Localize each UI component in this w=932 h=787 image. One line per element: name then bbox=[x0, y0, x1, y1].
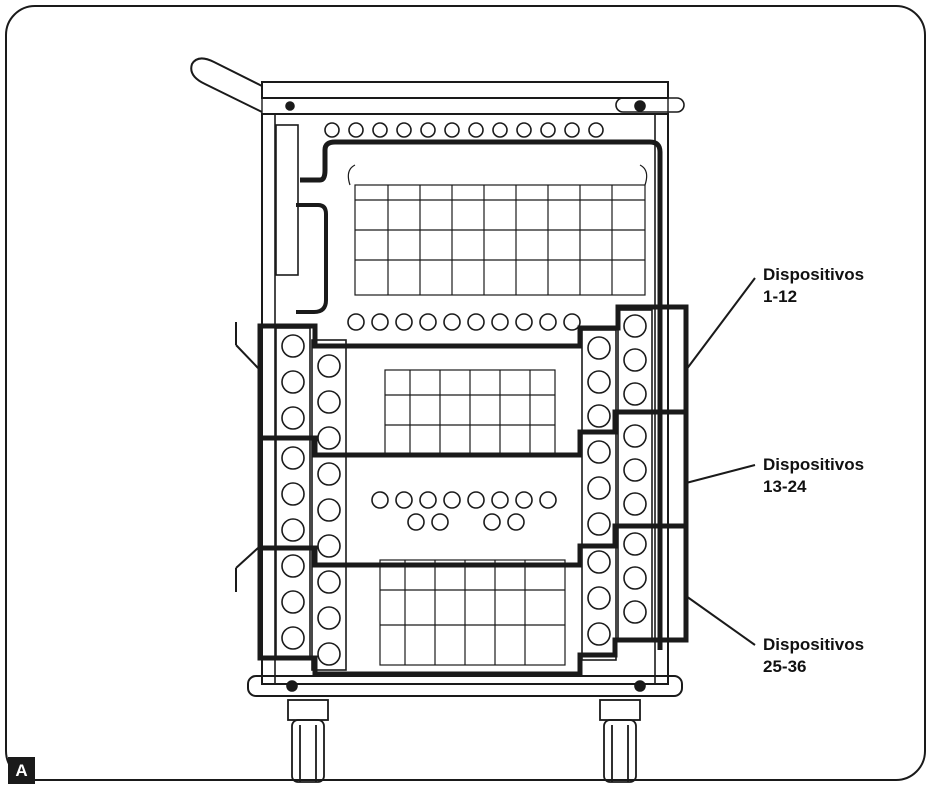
top-port-row bbox=[324, 122, 604, 138]
left-caster bbox=[287, 699, 329, 783]
cart-top-shelf bbox=[261, 81, 669, 99]
leader-line-13-24 bbox=[685, 464, 756, 484]
callout-devices-1-12: Dispositivos 1-12 bbox=[763, 264, 864, 308]
left-outlet-strips bbox=[275, 327, 347, 671]
callout-title: Dispositivos bbox=[763, 455, 865, 474]
callout-range: 13-24 bbox=[763, 477, 807, 496]
callout-title: Dispositivos bbox=[763, 635, 865, 654]
leader-line-1-12 bbox=[685, 277, 756, 371]
middle-basket bbox=[384, 369, 556, 456]
lower-basket bbox=[379, 559, 566, 666]
callout-range: 25-36 bbox=[763, 657, 807, 676]
leader-line-25-36 bbox=[685, 595, 756, 646]
right-outlet-strips bbox=[581, 309, 653, 661]
upper-basket bbox=[347, 164, 648, 296]
cart-handle bbox=[190, 57, 263, 113]
callout-devices-25-36: Dispositivos 25-36 bbox=[763, 634, 864, 678]
callout-devices-13-24: Dispositivos 13-24 bbox=[763, 454, 864, 498]
lower-port-row bbox=[371, 491, 557, 531]
middle-port-row bbox=[347, 313, 581, 331]
callout-title: Dispositivos bbox=[763, 265, 865, 284]
group-outline-13-24 bbox=[257, 409, 689, 568]
right-caster bbox=[599, 699, 641, 783]
figure-badge: A bbox=[8, 757, 35, 784]
callout-range: 1-12 bbox=[763, 287, 798, 306]
cart-bottom-shelf bbox=[247, 675, 683, 697]
group-outline-25-36 bbox=[257, 523, 689, 677]
